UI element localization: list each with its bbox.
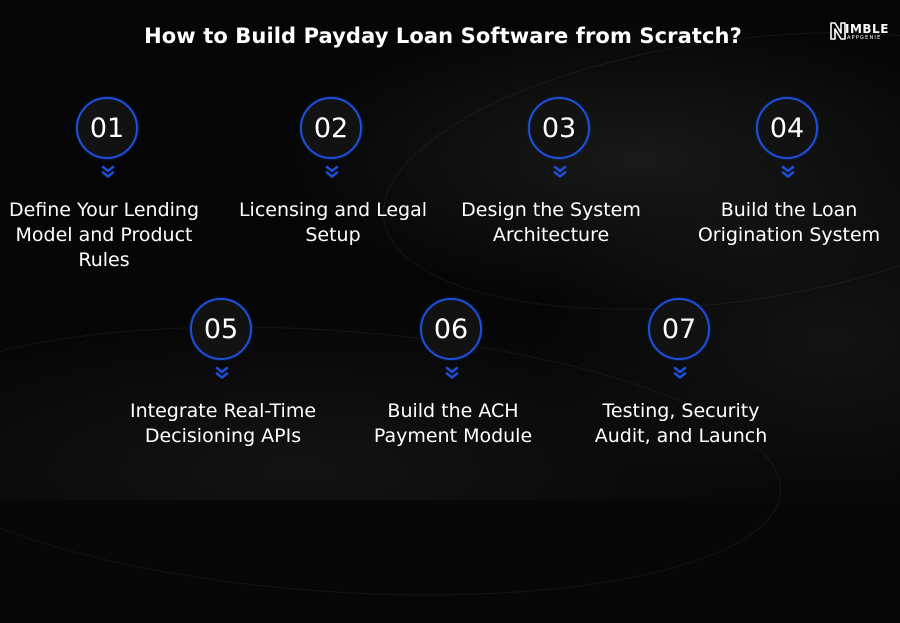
- chevron-down-icon: [553, 165, 567, 178]
- step-label: Integrate Real-Time Decisioning APIs: [129, 400, 317, 447]
- step-label: Build the ACH Payment Module: [373, 400, 533, 447]
- step-label: Testing, Security Audit, and Launch: [594, 400, 768, 447]
- background-swoosh: [365, 0, 900, 350]
- logo-subtext: APPGENIE: [847, 35, 882, 41]
- logo-n-icon: [830, 22, 846, 40]
- step-number-circle: 07: [648, 298, 710, 360]
- page-title: How to Build Payday Loan Software from S…: [144, 24, 742, 48]
- step-number-circle: 03: [528, 97, 590, 159]
- chevron-down-icon: [325, 165, 339, 178]
- chevron-down-icon: [101, 165, 115, 178]
- step-number-circle: 04: [756, 97, 818, 159]
- step-number-circle: 01: [76, 97, 138, 159]
- logo-name: IMBLE: [845, 22, 889, 36]
- step-label: Build the Loan Origination System: [697, 199, 881, 246]
- chevron-down-icon: [215, 366, 229, 379]
- step-label: Design the System Architecture: [461, 199, 641, 246]
- chevron-down-icon: [781, 165, 795, 178]
- step-number-circle: 05: [190, 298, 252, 360]
- chevron-down-icon: [673, 366, 687, 379]
- brand-logo: IMBLE APPGENIE: [830, 22, 888, 42]
- step-label: Define Your Lending Model and Product Ru…: [8, 199, 200, 271]
- step-number-circle: 02: [300, 97, 362, 159]
- step-label: Licensing and Legal Setup: [238, 199, 428, 246]
- chevron-down-icon: [445, 366, 459, 379]
- step-number-circle: 06: [420, 298, 482, 360]
